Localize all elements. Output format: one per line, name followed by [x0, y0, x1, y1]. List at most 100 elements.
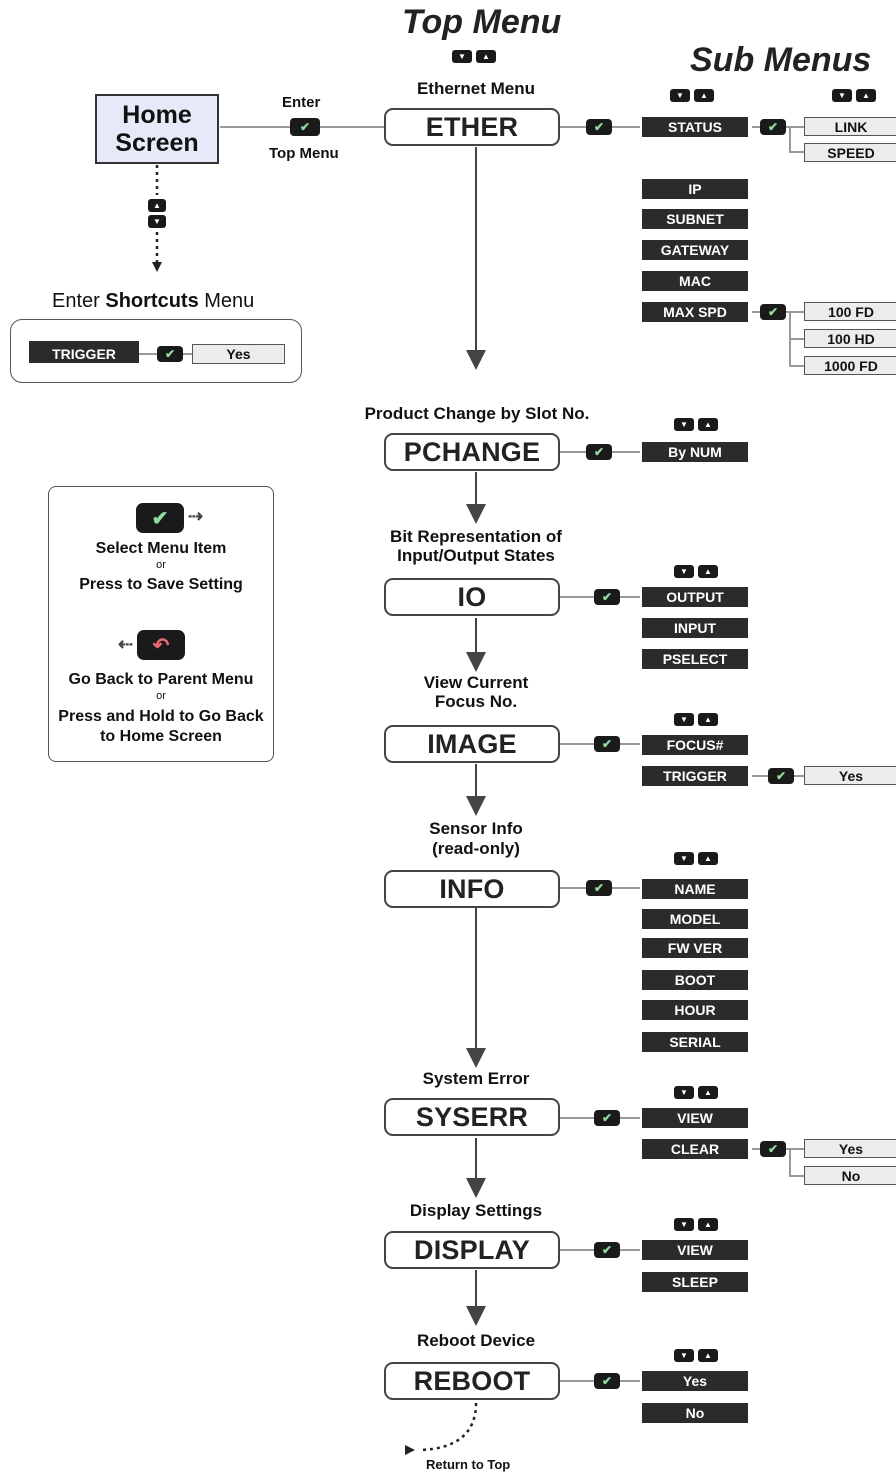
trigger-yes[interactable]: Yes [804, 766, 896, 785]
chevron-up-icon: ▲ [476, 50, 496, 63]
chevron-up-icon: ▲ [698, 1349, 718, 1362]
status-nav-buttons: ▼▲ [832, 89, 876, 102]
chevron-up-icon: ▲ [698, 713, 718, 726]
reboot-menu[interactable]: REBOOT [384, 1362, 560, 1400]
return-to-top-label: Return to Top [426, 1457, 511, 1472]
legend-select-or: or [156, 559, 166, 571]
chevron-down-icon: ▼ [674, 418, 694, 431]
display-label: Display Settings [409, 1201, 543, 1220]
top-nav-buttons: ▼▲ [452, 50, 496, 63]
display-item-sleep[interactable]: SLEEP [642, 1272, 748, 1292]
status-link[interactable]: LINK [804, 117, 896, 136]
check-icon[interactable]: ✔ [157, 346, 183, 362]
clear-no[interactable]: No [804, 1166, 896, 1185]
check-icon[interactable]: ✔ [760, 304, 786, 320]
chevron-up-icon: ▲ [698, 418, 718, 431]
check-icon[interactable]: ✔ [594, 1110, 620, 1126]
enter-label: Enter [282, 94, 321, 111]
maxspd-100fd[interactable]: 100 FD [804, 302, 896, 321]
display-menu[interactable]: DISPLAY [384, 1231, 560, 1269]
io-item-input[interactable]: INPUT [642, 618, 748, 638]
check-icon[interactable]: ✔ [586, 119, 612, 135]
home-screen-box[interactable]: Home Screen [95, 94, 219, 164]
info-item-serial[interactable]: SERIAL [642, 1032, 748, 1052]
io-label-line1: Bit Representation of [390, 527, 562, 546]
check-icon[interactable]: ✔ [594, 1373, 620, 1389]
image-label-line1: View Current [423, 673, 529, 692]
top-menu-label: Top Menu [269, 145, 339, 162]
shortcut-yes[interactable]: Yes [192, 344, 285, 364]
top-menu-title: Top Menu [402, 3, 562, 41]
image-item-trigger[interactable]: TRIGGER [642, 766, 748, 786]
shortcuts-title-bold: Shortcuts [105, 290, 199, 312]
chevron-up-icon[interactable]: ▲ [148, 199, 166, 212]
reboot-item-no[interactable]: No [642, 1403, 748, 1423]
check-icon[interactable]: ✔ [594, 1242, 620, 1258]
maxspd-100hd[interactable]: 100 HD [804, 329, 896, 348]
check-icon: ✔ [136, 503, 184, 533]
chevron-up-icon: ▲ [698, 565, 718, 578]
right-arrow-icon: ⇢ [188, 506, 204, 526]
ether-menu[interactable]: ETHER [384, 108, 560, 146]
syserr-label: System Error [422, 1069, 530, 1088]
reboot-item-yes[interactable]: Yes [642, 1371, 748, 1391]
check-icon[interactable]: ✔ [760, 1141, 786, 1157]
ether-item-subnet[interactable]: SUBNET [642, 209, 748, 229]
image-menu[interactable]: IMAGE [384, 725, 560, 763]
check-icon[interactable]: ✔ [290, 118, 320, 136]
ether-item-mac[interactable]: MAC [642, 271, 748, 291]
syserr-item-clear[interactable]: CLEAR [642, 1139, 748, 1159]
image-nav-buttons: ▼▲ [674, 713, 718, 726]
chevron-up-icon: ▲ [856, 89, 876, 102]
home-label-line2: Screen [115, 129, 199, 157]
legend-back-line2: Press and Hold to Go Back [58, 708, 264, 725]
syserr-nav-buttons: ▼▲ [674, 1086, 718, 1099]
io-label-line2: Input/Output States [397, 546, 555, 565]
status-speed[interactable]: SPEED [804, 143, 896, 162]
info-item-model[interactable]: MODEL [642, 909, 748, 929]
info-label-line2: (read-only) [432, 839, 520, 858]
shortcuts-panel [10, 319, 302, 383]
reboot-label: Reboot Device [416, 1331, 536, 1350]
legend-select-line2: Press to Save Setting [79, 576, 243, 593]
info-item-hour[interactable]: HOUR [642, 1000, 748, 1020]
io-menu[interactable]: IO [384, 578, 560, 616]
info-nav-buttons: ▼▲ [674, 852, 718, 865]
chevron-up-icon: ▲ [698, 1218, 718, 1231]
info-menu[interactable]: INFO [384, 870, 560, 908]
check-icon[interactable]: ✔ [594, 589, 620, 605]
check-icon[interactable]: ✔ [760, 119, 786, 135]
check-icon[interactable]: ✔ [586, 444, 612, 460]
io-nav-buttons: ▼▲ [674, 565, 718, 578]
ether-item-ip[interactable]: IP [642, 179, 748, 199]
chevron-up-icon: ▲ [698, 1086, 718, 1099]
info-item-fwver[interactable]: FW VER [642, 938, 748, 958]
io-item-pselect[interactable]: PSELECT [642, 649, 748, 669]
pchange-label: Product Change by Slot No. [364, 404, 590, 423]
syserr-menu[interactable]: SYSERR [384, 1098, 560, 1136]
info-item-boot[interactable]: BOOT [642, 970, 748, 990]
check-icon[interactable]: ✔ [768, 768, 794, 784]
ether-item-gateway[interactable]: GATEWAY [642, 240, 748, 260]
legend-select-line1: Select Menu Item [95, 540, 227, 557]
image-item-focus[interactable]: FOCUS# [642, 735, 748, 755]
maxspd-1000fd[interactable]: 1000 FD [804, 356, 896, 375]
ether-item-maxspd[interactable]: MAX SPD [642, 302, 748, 322]
home-label-line1: Home [122, 101, 192, 129]
chevron-down-icon: ▼ [674, 713, 694, 726]
syserr-item-view[interactable]: VIEW [642, 1108, 748, 1128]
chevron-down-icon: ▼ [674, 1218, 694, 1231]
pchange-menu[interactable]: PCHANGE [384, 433, 560, 471]
ether-item-status[interactable]: STATUS [642, 117, 748, 137]
shortcut-trigger[interactable]: TRIGGER [29, 345, 139, 363]
display-item-view[interactable]: VIEW [642, 1240, 748, 1260]
check-icon[interactable]: ✔ [594, 736, 620, 752]
check-icon[interactable]: ✔ [586, 880, 612, 896]
chevron-down-icon[interactable]: ▼ [148, 215, 166, 228]
io-item-output[interactable]: OUTPUT [642, 587, 748, 607]
pchange-item-bynum[interactable]: By NUM [642, 442, 748, 462]
clear-yes[interactable]: Yes [804, 1139, 896, 1158]
shortcuts-title-post: Menu [198, 290, 255, 312]
info-item-name[interactable]: NAME [642, 879, 748, 899]
shortcuts-title: Enter Shortcuts Menu [52, 290, 254, 313]
